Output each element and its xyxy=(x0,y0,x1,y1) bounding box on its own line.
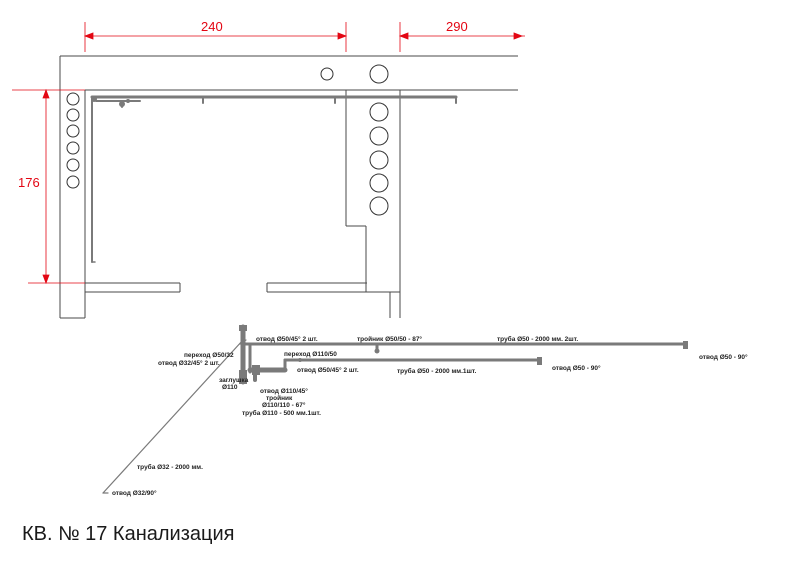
label-zaglushka-size: Ø110 xyxy=(222,384,238,391)
label-perehod-110-50: переход Ø110/50 xyxy=(284,351,337,358)
scheme-fittings xyxy=(239,325,688,384)
label-troynik-50-50: тройник Ø50/50 - 87° xyxy=(357,335,422,343)
label-zaglushka: заглушка xyxy=(219,377,249,384)
label-truba-32-2000: труба Ø32 - 2000 мм. xyxy=(137,463,203,471)
label-otvod-32-90: отвод Ø32/90° xyxy=(112,489,157,497)
label-truba-50-2000-2: труба Ø50 - 2000 мм. 2шт. xyxy=(497,335,578,343)
label-troynik: тройник xyxy=(266,394,293,402)
room-pipe-fittings xyxy=(91,96,130,107)
label-otvod-50-90-b: отвод Ø50 - 90° xyxy=(552,364,601,372)
label-otvod-50-45: отвод Ø50/45° 2 шт. xyxy=(256,335,318,343)
dimension-290: 290 xyxy=(446,19,468,34)
label-perehod-50-32: переход Ø50/32 xyxy=(184,352,234,359)
label-otvod-50-90-a: отвод Ø50 - 90° xyxy=(699,353,748,361)
dimension-240: 240 xyxy=(201,19,223,34)
label-truba-110-500: труба Ø110 - 500 мм.1шт. xyxy=(242,409,321,417)
page-title: КВ. № 17 Канализация xyxy=(22,523,235,545)
room-pipes xyxy=(90,95,458,263)
label-truba-50-2000-1: труба Ø50 - 2000 мм.1шт. xyxy=(397,367,477,375)
dimension-lines xyxy=(12,22,525,285)
room-walls xyxy=(59,55,518,319)
dimension-176: 176 xyxy=(18,175,40,190)
label-otvod-50-45-b: отвод Ø50/45° 2 шт. xyxy=(297,366,359,374)
label-troynik-110-67: Ø110/110 - 67° xyxy=(262,401,306,409)
label-otvod-32-45: отвод Ø32/45° 2 шт. xyxy=(158,359,220,367)
wall-circles xyxy=(66,64,389,216)
label-otvod-110-45: отвод Ø110/45° xyxy=(260,387,308,395)
